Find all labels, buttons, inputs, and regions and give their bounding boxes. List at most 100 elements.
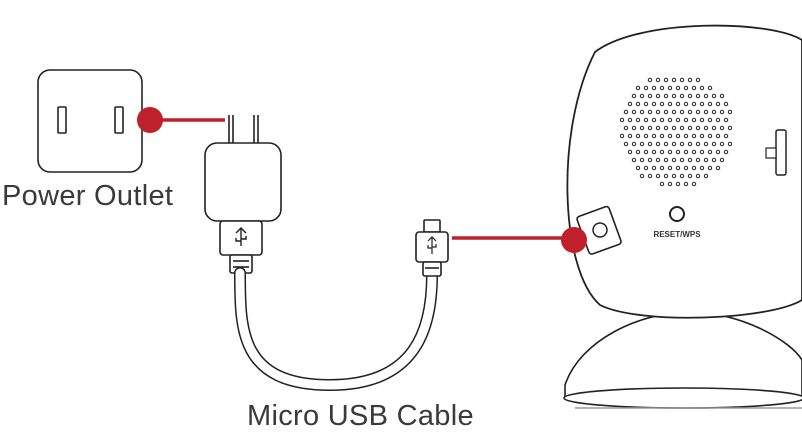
grille-hole (651, 149, 657, 155)
grille-hole (711, 109, 717, 115)
grille-hole (655, 109, 661, 115)
grille-hole (667, 101, 673, 107)
grille-hole (699, 149, 705, 155)
grille-hole (643, 85, 649, 91)
grille-hole (627, 117, 633, 123)
grille-hole (695, 157, 701, 163)
grille-hole (651, 133, 657, 139)
grille-hole (707, 165, 713, 171)
grille-hole (643, 133, 649, 139)
grille-hole (691, 165, 697, 171)
camera-connector-marker (561, 227, 587, 253)
grille-hole (679, 157, 685, 163)
grille-hole (647, 141, 653, 147)
reset-button-label: RESET/WPS (653, 230, 701, 239)
grille-hole (707, 85, 713, 91)
grille-hole (715, 101, 721, 107)
grille-hole (639, 173, 645, 179)
grille-hole (695, 141, 701, 147)
grille-hole (703, 157, 709, 163)
grille-hole (655, 125, 661, 131)
grille-hole (667, 181, 673, 187)
grille-hole (679, 109, 685, 115)
grille-hole (719, 109, 725, 115)
grille-hole (623, 109, 629, 115)
grille-hole (623, 141, 629, 147)
grille-hole (659, 117, 665, 123)
grille-hole (683, 149, 689, 155)
reset-button-icon[interactable] (669, 206, 685, 222)
grille-hole (651, 85, 657, 91)
grille-hole (647, 109, 653, 115)
grille-hole (647, 93, 653, 99)
grille-hole (707, 117, 713, 123)
grille-hole (687, 141, 693, 147)
grille-hole (699, 101, 705, 107)
grille-hole (671, 173, 677, 179)
grille-hole (655, 173, 661, 179)
grille-hole (675, 117, 681, 123)
grille-hole (651, 165, 657, 171)
grille-hole (687, 157, 693, 163)
grille-hole (679, 77, 685, 83)
grille-hole (719, 125, 725, 131)
grille-hole (711, 141, 717, 147)
grille-hole (679, 125, 685, 131)
grille-hole (667, 133, 673, 139)
usb-plug-icon (219, 220, 263, 274)
grille-hole (635, 101, 641, 107)
grille-hole (639, 93, 645, 99)
grille-hole (671, 125, 677, 131)
grille-hole (671, 157, 677, 163)
grille-hole (627, 101, 633, 107)
grille-hole (667, 149, 673, 155)
grille-hole (727, 125, 733, 131)
grille-hole (703, 125, 709, 131)
grille-hole (643, 165, 649, 171)
grille-hole (723, 133, 729, 139)
grille-hole (695, 109, 701, 115)
grille-hole (679, 141, 685, 147)
grille-hole (723, 101, 729, 107)
grille-hole (671, 109, 677, 115)
grille-hole (639, 141, 645, 147)
grille-hole (639, 125, 645, 131)
camera-icon: RESET/WPS (566, 24, 802, 319)
grille-hole (627, 149, 633, 155)
grille-hole (691, 117, 697, 123)
grille-hole (691, 101, 697, 107)
grille-hole (699, 117, 705, 123)
grille-hole (695, 173, 701, 179)
grille-hole (719, 141, 725, 147)
grille-hole (663, 141, 669, 147)
grille-hole (659, 165, 665, 171)
micro-usb-cable-label: Micro USB Cable (247, 400, 474, 432)
grille-hole (647, 77, 653, 83)
grille-hole (727, 141, 733, 147)
grille-hole (627, 133, 633, 139)
grille-hole (675, 149, 681, 155)
grille-hole (647, 173, 653, 179)
grille-hole (655, 77, 661, 83)
grille-hole (659, 181, 665, 187)
grille-hole (619, 117, 625, 123)
grille-hole (667, 85, 673, 91)
grille-hole (711, 93, 717, 99)
grille-hole (675, 181, 681, 187)
grille-hole (655, 141, 661, 147)
grille-hole (663, 157, 669, 163)
grille-hole (687, 93, 693, 99)
grille-hole (691, 85, 697, 91)
grille-hole (631, 125, 637, 131)
grille-hole (719, 93, 725, 99)
grille-hole (711, 125, 717, 131)
grille-hole (619, 133, 625, 139)
grille-hole (707, 101, 713, 107)
grille-hole (691, 149, 697, 155)
grille-hole (643, 149, 649, 155)
grille-hole (699, 165, 705, 171)
grille-hole (687, 109, 693, 115)
grille-hole (659, 149, 665, 155)
grille-hole (703, 173, 709, 179)
